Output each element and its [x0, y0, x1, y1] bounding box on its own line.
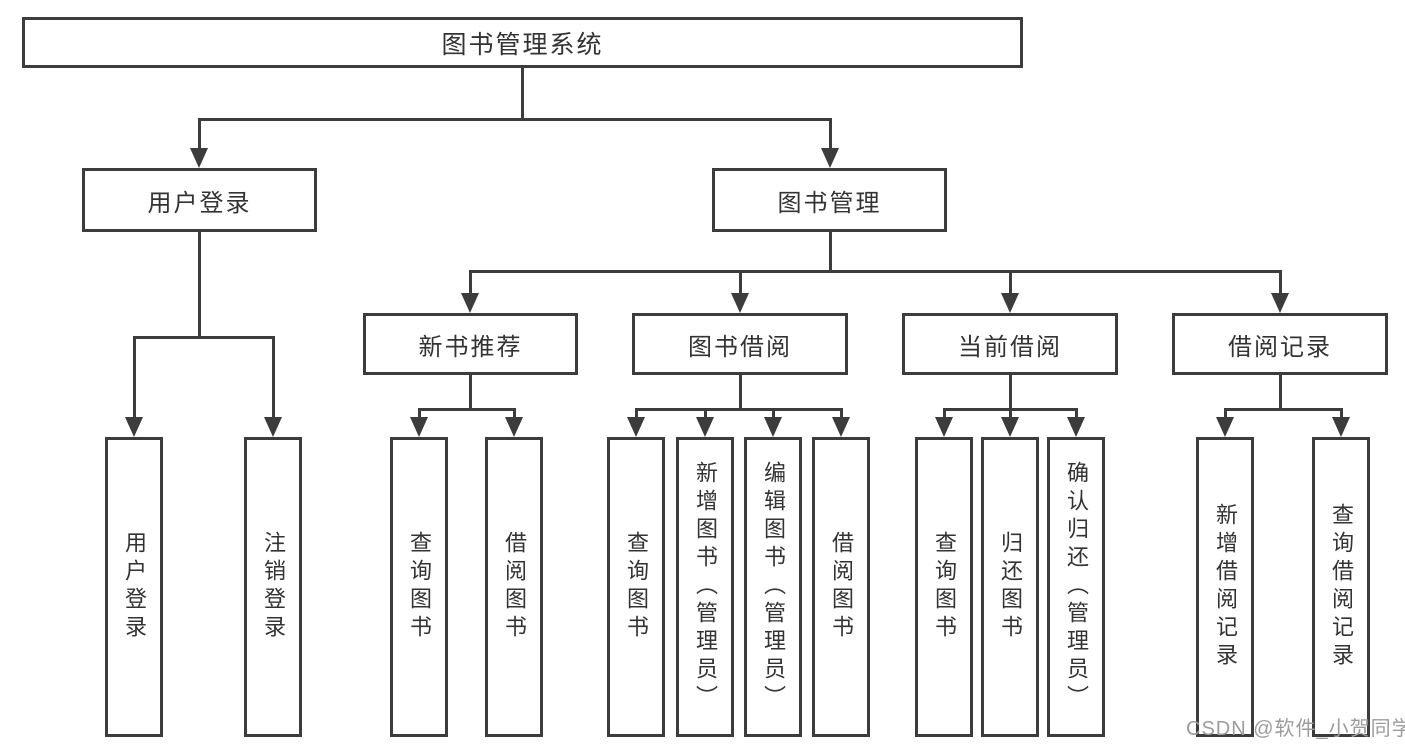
leaf-logout: 注销登录: [244, 437, 302, 737]
connector-line: [840, 408, 843, 417]
connector-line: [469, 270, 472, 293]
leaf-add-borrow-record-label: 新增借阅记录: [1213, 503, 1238, 671]
arrow-down-icon: [264, 417, 282, 437]
arrow-down-icon: [935, 417, 953, 437]
leaf-add-books-admin: 新增图书（管理员）: [676, 437, 734, 737]
arrow-down-icon: [1332, 417, 1350, 437]
leaf-confirm-return-admin-label: 确认归还（管理员）: [1064, 461, 1089, 713]
connector-line: [133, 336, 275, 339]
connector-line: [635, 408, 638, 417]
leaf-query-books-2: 查询图书: [607, 437, 665, 737]
connector-line: [704, 408, 707, 417]
leaf-return-books-label: 归还图书: [998, 531, 1023, 643]
node-current-borrow: 当前借阅: [902, 313, 1118, 375]
connector-line: [418, 408, 421, 417]
leaf-confirm-return-admin: 确认归还（管理员）: [1047, 437, 1105, 737]
leaf-user-login: 用户登录: [105, 437, 163, 737]
connector-line: [1224, 408, 1343, 411]
arrow-down-icon: [505, 417, 523, 437]
arrow-down-icon: [821, 148, 839, 168]
connector-line: [829, 118, 832, 148]
connector-line: [198, 232, 201, 336]
node-book-borrow-label: 图书借阅: [688, 333, 792, 361]
connector-line: [1279, 375, 1282, 408]
connector-line: [772, 408, 775, 417]
leaf-query-books-1: 查询图书: [390, 437, 448, 737]
node-new-book-recommend: 新书推荐: [363, 313, 578, 375]
connector-line: [635, 408, 843, 411]
arrow-down-icon: [1216, 417, 1234, 437]
node-borrow-records-label: 借阅记录: [1228, 333, 1332, 361]
connector-line: [739, 270, 742, 293]
leaf-user-login-label: 用户登录: [122, 531, 147, 643]
arrow-down-icon: [731, 293, 749, 313]
node-book-borrow: 图书借阅: [632, 313, 848, 375]
watermark: CSDN @软件_小贺同学: [1186, 718, 1405, 740]
connector-line: [198, 118, 201, 148]
connector-line: [418, 408, 516, 411]
leaf-add-books-admin-label: 新增图书（管理员）: [693, 461, 718, 713]
leaf-query-books-2-label: 查询图书: [624, 531, 649, 643]
arrow-down-icon: [461, 293, 479, 313]
leaf-query-books-3: 查询图书: [915, 437, 973, 737]
node-current-borrow-label: 当前借阅: [958, 333, 1062, 361]
connector-line: [829, 232, 832, 270]
connector-line: [1009, 270, 1012, 293]
connector-line: [469, 270, 1282, 273]
arrow-down-icon: [1001, 293, 1019, 313]
connector-line: [943, 408, 946, 417]
connector-line: [133, 336, 136, 417]
connector-line: [739, 375, 742, 408]
leaf-borrow-books-1-label: 借阅图书: [502, 531, 527, 643]
leaf-edit-books-admin-label: 编辑图书（管理员）: [761, 461, 786, 713]
connector-line: [198, 118, 832, 121]
leaf-logout-label: 注销登录: [261, 531, 286, 643]
leaf-edit-books-admin: 编辑图书（管理员）: [744, 437, 802, 737]
arrow-down-icon: [627, 417, 645, 437]
node-book-management: 图书管理: [712, 168, 947, 232]
arrow-down-icon: [190, 148, 208, 168]
arrow-down-icon: [125, 417, 143, 437]
connector-line: [272, 336, 275, 417]
connector-line: [469, 375, 472, 408]
node-user-login-label: 用户登录: [147, 189, 252, 217]
leaf-borrow-books-2: 借阅图书: [812, 437, 870, 737]
connector-line: [1009, 375, 1012, 408]
arrow-down-icon: [410, 417, 428, 437]
node-root: 图书管理系统: [22, 17, 1023, 68]
leaf-query-borrow-record-label: 查询借阅记录: [1329, 503, 1354, 671]
connector-line: [513, 408, 516, 417]
arrow-down-icon: [764, 417, 782, 437]
node-borrow-records: 借阅记录: [1172, 313, 1388, 375]
node-user-login: 用户登录: [82, 168, 317, 232]
connector-line: [521, 68, 524, 118]
arrow-down-icon: [1067, 417, 1085, 437]
arrow-down-icon: [1271, 293, 1289, 313]
leaf-borrow-books-1: 借阅图书: [485, 437, 543, 737]
node-root-label: 图书管理系统: [441, 30, 604, 59]
arrow-down-icon: [1001, 417, 1019, 437]
leaf-query-books-3-label: 查询图书: [932, 531, 957, 643]
connector-line: [1075, 408, 1078, 417]
leaf-query-books-1-label: 查询图书: [407, 531, 432, 643]
connector-line: [1279, 270, 1282, 293]
leaf-add-borrow-record: 新增借阅记录: [1196, 437, 1254, 737]
connector-line: [1224, 408, 1227, 417]
node-book-management-label: 图书管理: [777, 189, 882, 217]
connector-line: [1340, 408, 1343, 417]
connector-line: [1009, 408, 1012, 417]
node-new-book-recommend-label: 新书推荐: [418, 333, 523, 361]
leaf-borrow-books-2-label: 借阅图书: [829, 531, 854, 643]
arrow-down-icon: [832, 417, 850, 437]
leaf-query-borrow-record: 查询借阅记录: [1312, 437, 1370, 737]
leaf-return-books: 归还图书: [981, 437, 1039, 737]
arrow-down-icon: [696, 417, 714, 437]
